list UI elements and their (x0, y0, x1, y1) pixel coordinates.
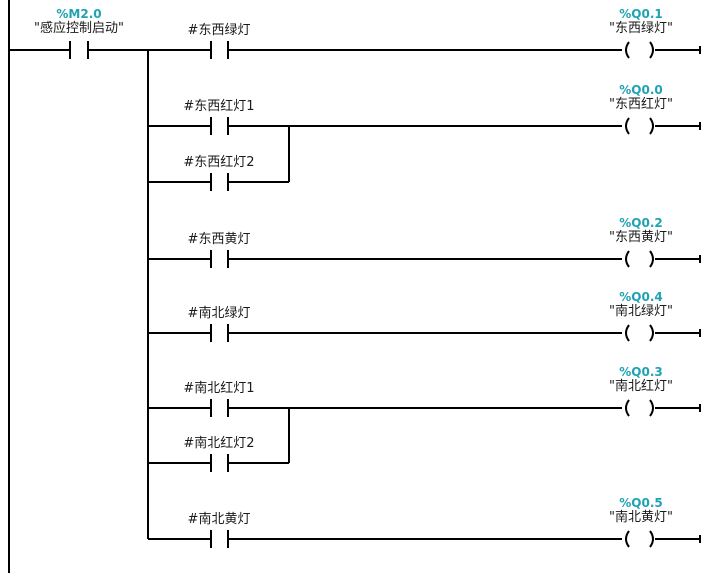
contact-dongxi-yellow[interactable] (210, 250, 229, 268)
coil-address: %Q0.3 (619, 365, 663, 379)
coil-address: %Q0.0 (619, 83, 663, 97)
main-contact-name: "感应控制启动" (34, 21, 124, 36)
contact-label: #南北红灯2 (183, 436, 255, 451)
contact-dongxi-red-2[interactable] (210, 173, 229, 191)
contact-nanbei-green[interactable] (210, 324, 229, 342)
rung-3 (148, 250, 701, 268)
main-contact-m2-0[interactable] (9, 41, 148, 59)
coil-q0-2[interactable] (625, 250, 654, 268)
main-contact-address: %M2.0 (56, 7, 102, 21)
contact-label: #东西红灯1 (183, 99, 255, 114)
rung-4 (148, 324, 701, 342)
contact-label: #东西红灯2 (183, 155, 255, 170)
contact-nanbei-red-2[interactable] (210, 454, 229, 472)
coil-address: %Q0.1 (619, 7, 663, 21)
rung-2 (148, 117, 701, 191)
contact-label: #东西黄灯 (187, 232, 251, 247)
coil-q0-3[interactable] (625, 399, 654, 417)
coil-name: "南北红灯" (609, 379, 673, 394)
coil-q0-1[interactable] (625, 41, 654, 59)
contact-dongxi-red-1[interactable] (210, 117, 229, 135)
contact-label: #东西绿灯 (187, 23, 251, 38)
contact-label: #南北红灯1 (183, 381, 255, 396)
contact-label: #南北绿灯 (187, 306, 251, 321)
coil-q0-0[interactable] (625, 117, 654, 135)
rung-6 (148, 530, 701, 548)
coil-address: %Q0.5 (619, 496, 663, 510)
coil-name: "南北绿灯" (609, 304, 673, 319)
coil-address: %Q0.2 (619, 216, 663, 230)
contact-label: #南北黄灯 (187, 512, 251, 527)
rung-5 (148, 399, 701, 472)
coil-name: "东西绿灯" (609, 21, 673, 36)
contact-nanbei-red-1[interactable] (210, 399, 229, 417)
contact-dongxi-green[interactable] (210, 41, 229, 59)
coil-address: %Q0.4 (619, 290, 663, 304)
coil-q0-5[interactable] (625, 530, 654, 548)
coil-q0-4[interactable] (625, 324, 654, 342)
coil-name: "南北黄灯" (609, 510, 673, 525)
rung-1 (148, 41, 701, 59)
coil-name: "东西红灯" (609, 97, 673, 112)
coil-name: "东西黄灯" (609, 230, 673, 245)
contact-nanbei-yellow[interactable] (210, 530, 229, 548)
